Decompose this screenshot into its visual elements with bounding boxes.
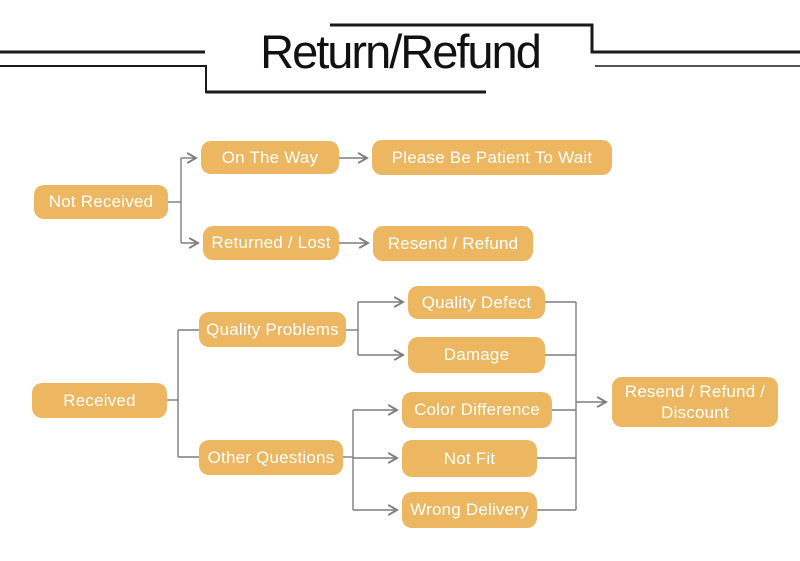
node-resend-refund: Resend / Refund: [373, 226, 533, 261]
node-resend-refund-discount: Resend / Refund / Discount: [612, 377, 778, 427]
node-returned-lost: Returned / Lost: [203, 226, 339, 260]
node-not-received: Not Received: [34, 185, 168, 219]
node-received: Received: [32, 383, 167, 418]
node-damage: Damage: [408, 337, 545, 373]
node-other-questions: Other Questions: [199, 440, 343, 475]
node-wrong-delivery: Wrong Delivery: [402, 492, 537, 528]
node-quality-defect: Quality Defect: [408, 286, 545, 319]
node-on-the-way: On The Way: [201, 141, 339, 174]
page-title: Return/Refund: [260, 25, 542, 78]
node-quality-problems: Quality Problems: [199, 312, 346, 347]
node-not-fit: Not Fit: [402, 440, 537, 477]
node-please-be-patient: Please Be Patient To Wait: [372, 140, 612, 175]
node-color-difference: Color Difference: [402, 392, 552, 428]
